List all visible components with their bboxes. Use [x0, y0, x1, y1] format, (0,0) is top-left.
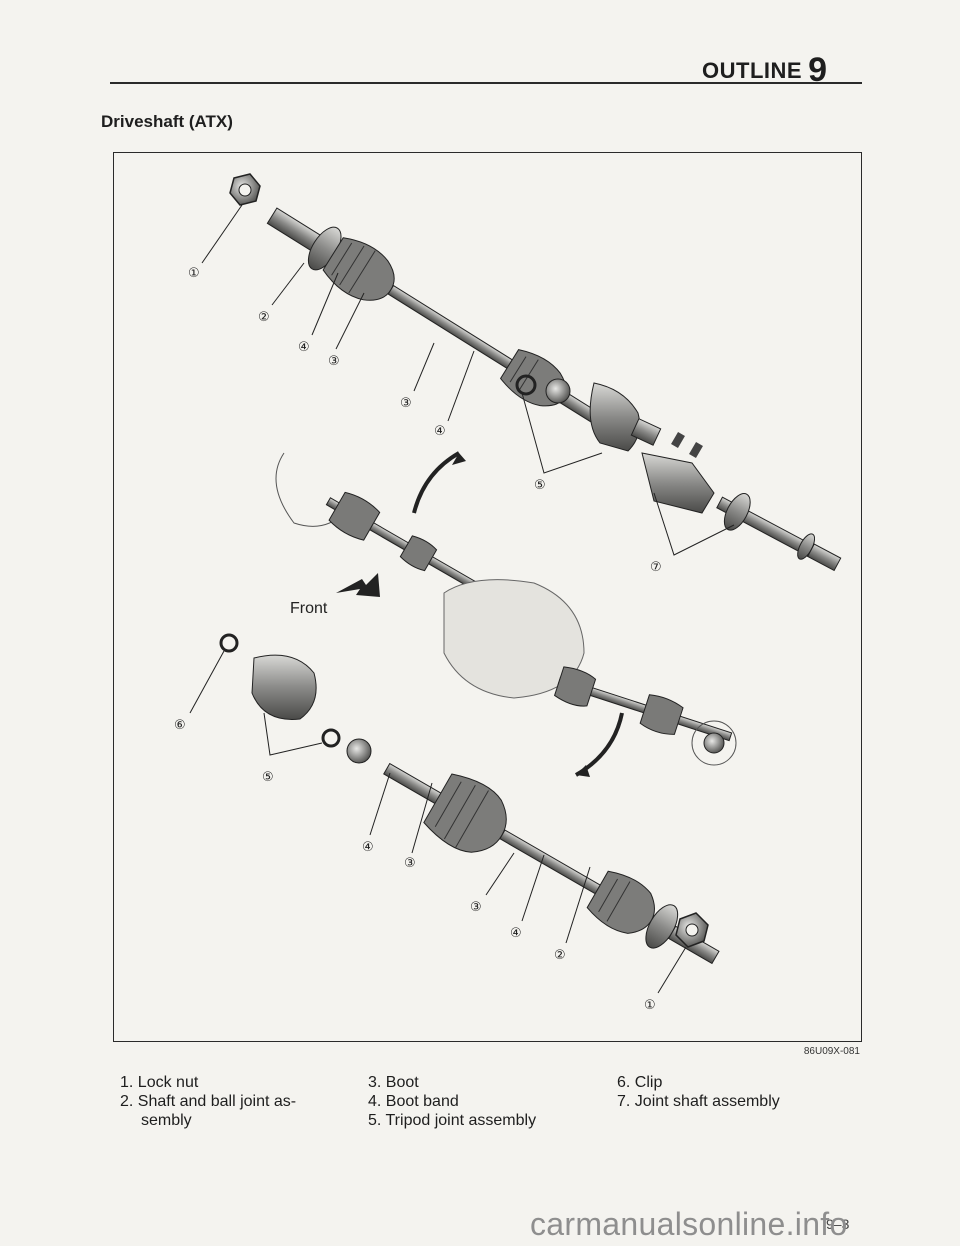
legend-item-4: 4. Boot band	[368, 1092, 598, 1111]
legend-column-3: 6. Clip 7. Joint shaft assembly	[617, 1073, 857, 1111]
legend-text: Tripod joint assembly	[385, 1112, 537, 1129]
callout-7: ⑦	[650, 560, 662, 575]
callout-2-bottom: ②	[554, 948, 566, 963]
callout-3-bottom: ③	[404, 856, 416, 871]
callout-1-bottom: ①	[644, 998, 656, 1013]
page-number: 9–3	[826, 1216, 850, 1232]
legend-text: Shaft and ball joint as-	[137, 1093, 297, 1110]
callout-numbers: ① ② ④ ③ ③ ④ ⑤ ⑦ ⑥ ⑤ ④ ③ ③ ④ ② ①	[174, 266, 662, 1013]
exploded-view-figure: Front	[113, 152, 862, 1042]
callout-3-top: ③	[328, 354, 340, 369]
lower-driveshaft-assembly	[219, 633, 720, 965]
legend-item-3: 3. Boot	[368, 1073, 598, 1092]
callout-3-mid: ③	[400, 396, 412, 411]
legend-number: 4.	[368, 1093, 382, 1110]
callout-1-top: ①	[188, 266, 200, 281]
legend-text: Clip	[634, 1074, 663, 1091]
legend-item-7: 7. Joint shaft assembly	[617, 1092, 857, 1111]
legend-column-2: 3. Boot 4. Boot band 5. Tripod joint ass…	[368, 1073, 598, 1130]
legend-number: 3.	[368, 1074, 382, 1091]
callout-6: ⑥	[174, 718, 186, 733]
legend-column-1: 1. Lock nut 2. Shaft and ball joint as- …	[120, 1073, 330, 1130]
callout-4-bottom: ④	[362, 840, 374, 855]
joint-shaft-assembly	[641, 431, 842, 572]
legend-number: 6.	[617, 1074, 631, 1091]
lock-nut-top	[229, 173, 261, 206]
legend-text: Joint shaft assembly	[634, 1093, 780, 1110]
installed-transaxle-view: Front	[275, 451, 737, 777]
upper-driveshaft-assembly	[229, 173, 842, 572]
callout-2-top: ②	[258, 310, 270, 325]
callout-3-lower: ③	[470, 900, 482, 915]
legend-text: Boot band	[385, 1093, 459, 1110]
header-rule	[110, 82, 862, 84]
legend-text: Boot	[385, 1074, 419, 1091]
chapter-number: 9	[808, 51, 828, 89]
legend-item-1: 1. Lock nut	[120, 1073, 330, 1092]
callout-4-lower: ④	[510, 926, 522, 941]
callout-4-top: ④	[298, 340, 310, 355]
legend-text: Lock nut	[137, 1074, 199, 1091]
watermark: carmanualsonline.info	[530, 1206, 848, 1242]
header-title-text: OUTLINE	[702, 58, 803, 83]
front-label: Front	[290, 600, 328, 617]
legend-item-6: 6. Clip	[617, 1073, 857, 1092]
callout-5-bottom: ⑤	[262, 770, 274, 785]
legend-number: 2.	[120, 1093, 134, 1110]
legend-item-2: 2. Shaft and ball joint as-	[120, 1092, 330, 1111]
leader-lines	[189, 204, 735, 994]
tripod-joint-upper	[515, 374, 662, 452]
callout-4-mid: ④	[434, 424, 446, 439]
legend-item-5: 5. Tripod joint assembly	[368, 1111, 598, 1130]
section-title: Driveshaft (ATX)	[101, 112, 233, 131]
driveshaft-illustration: Front	[174, 173, 842, 1013]
lock-nut-bottom	[675, 912, 709, 948]
legend-number: 5.	[368, 1112, 382, 1129]
figure-code: 86U09X-081	[803, 1046, 860, 1057]
legend-item-2-continuation: sembly	[141, 1112, 192, 1129]
legend-number: 7.	[617, 1093, 631, 1110]
callout-5-top: ⑤	[534, 478, 546, 493]
legend-number: 1.	[120, 1074, 134, 1091]
